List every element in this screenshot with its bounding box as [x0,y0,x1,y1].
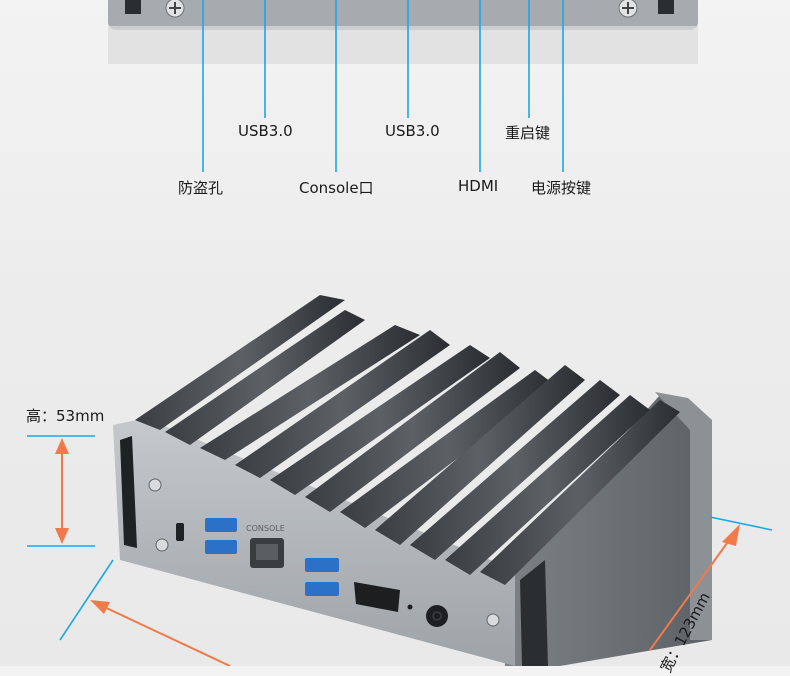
callout-usb-right: USB3.0 [385,122,440,140]
top-device-back-panel [108,0,698,64]
device-console-label: CONSOLE [246,524,285,533]
callout-console-port: Console口 [299,179,374,197]
usb-port-group-2 [305,558,339,596]
height-label: 高：53mm [26,407,105,425]
heatsink-fins [135,295,680,585]
callout-hdmi: HDMI [458,177,499,195]
callout-reset-button: 重启键 [505,124,551,142]
depth-dimension [649,516,773,651]
width-dimension [59,559,231,667]
callout-lock-slot: 防盗孔 [178,179,224,197]
callout-leader-lines [202,0,564,172]
hdmi-port [354,582,400,612]
callout-usb-left: USB3.0 [238,122,293,140]
callout-power-button: 电源按键 [531,179,592,197]
power-button [426,605,448,627]
console-port [250,538,284,568]
main-device [113,295,712,666]
height-dimension [27,435,95,547]
usb-port-group-1 [205,518,237,554]
